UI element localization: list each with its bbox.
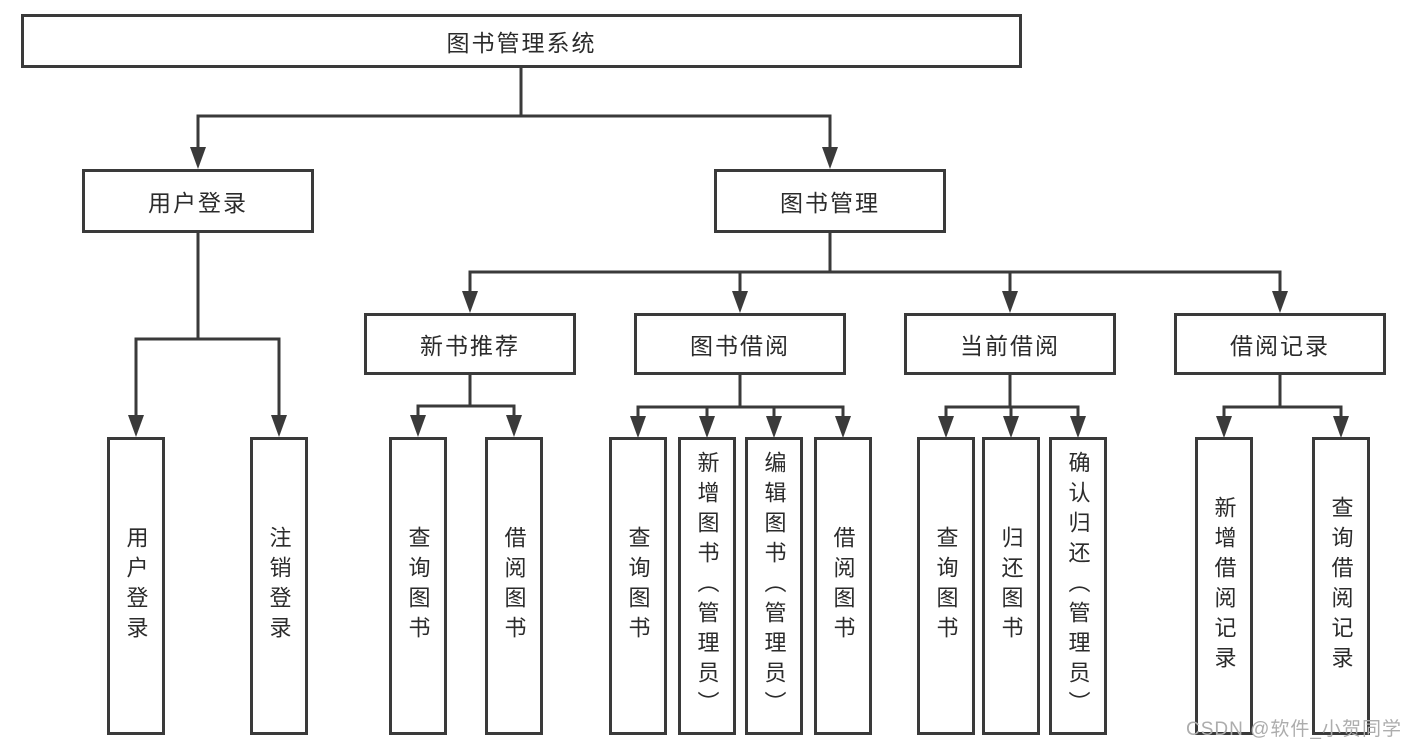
leaf-user-login-label: 用户登录 <box>123 526 149 646</box>
node-root: 图书管理系统 <box>21 14 1022 68</box>
leaf-logout: 注销登录 <box>250 437 308 735</box>
leaf-add-borrow-record-label: 新增借阅记录 <box>1211 496 1237 676</box>
leaf-return-books: 归还图书 <box>982 437 1040 735</box>
leaf-user-login: 用户登录 <box>107 437 165 735</box>
node-book-borrow-label: 图书借阅 <box>690 333 790 359</box>
node-user-login: 用户登录 <box>82 169 314 233</box>
leaf-query-borrow-record: 查询借阅记录 <box>1312 437 1370 735</box>
leaf-borrow-query-books-label: 查询图书 <box>625 526 651 646</box>
leaf-borrow-books-label: 借阅图书 <box>830 526 856 646</box>
node-borrow-records: 借阅记录 <box>1174 313 1386 375</box>
node-current-borrow: 当前借阅 <box>904 313 1116 375</box>
leaf-current-query-books-label: 查询图书 <box>933 526 959 646</box>
leaf-edit-books-admin: 编辑图书（管理员） <box>745 437 803 735</box>
node-new-book-recommend: 新书推荐 <box>364 313 576 375</box>
leaf-confirm-return-admin: 确认归还（管理员） <box>1049 437 1107 735</box>
node-current-borrow-label: 当前借阅 <box>960 333 1060 359</box>
leaf-confirm-return-admin-label: 确认归还（管理员） <box>1065 451 1091 721</box>
leaf-recommend-query-books: 查询图书 <box>389 437 447 735</box>
node-root-label: 图书管理系统 <box>446 30 597 56</box>
node-new-book-recommend-label: 新书推荐 <box>420 333 520 359</box>
node-borrow-records-label: 借阅记录 <box>1230 333 1330 359</box>
leaf-return-books-label: 归还图书 <box>998 526 1024 646</box>
leaf-add-books-admin: 新增图书（管理员） <box>678 437 736 735</box>
leaf-query-borrow-record-label: 查询借阅记录 <box>1328 496 1354 676</box>
node-book-borrow: 图书借阅 <box>634 313 846 375</box>
leaf-recommend-borrow-books-label: 借阅图书 <box>501 526 527 646</box>
watermark-text: CSDN @软件_小贺同学 <box>1186 719 1402 740</box>
leaf-recommend-borrow-books: 借阅图书 <box>485 437 543 735</box>
leaf-logout-label: 注销登录 <box>266 526 292 646</box>
leaf-borrow-query-books: 查询图书 <box>609 437 667 735</box>
node-user-login-label: 用户登录 <box>148 190 248 216</box>
leaf-recommend-query-books-label: 查询图书 <box>405 526 431 646</box>
leaf-edit-books-admin-label: 编辑图书（管理员） <box>761 451 787 721</box>
leaf-borrow-books: 借阅图书 <box>814 437 872 735</box>
leaf-add-books-admin-label: 新增图书（管理员） <box>694 451 720 721</box>
leaf-current-query-books: 查询图书 <box>917 437 975 735</box>
node-book-management: 图书管理 <box>714 169 946 233</box>
leaf-add-borrow-record: 新增借阅记录 <box>1195 437 1253 735</box>
node-book-management-label: 图书管理 <box>780 190 880 216</box>
